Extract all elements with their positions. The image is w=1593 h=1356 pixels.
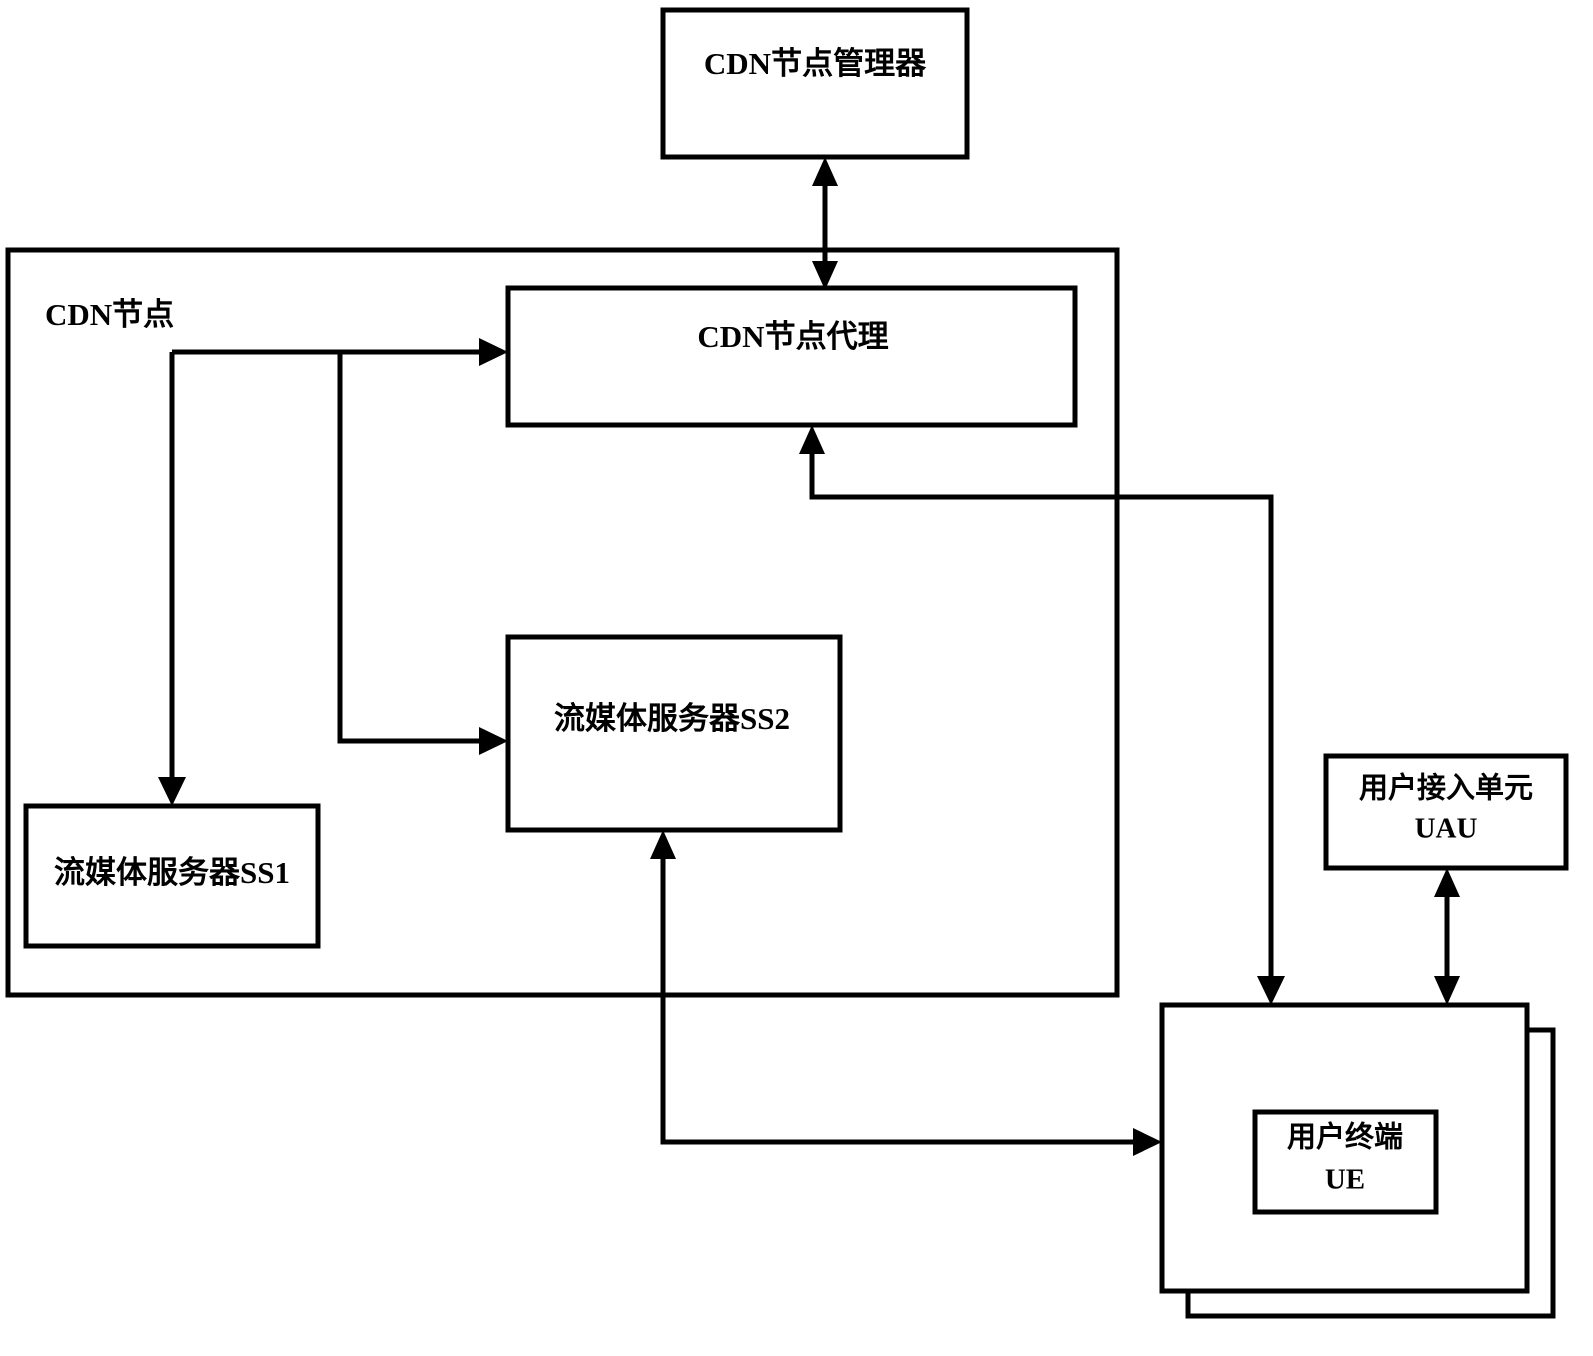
connection-agent-to-ue xyxy=(1257,497,1285,1005)
cdn-node-manager-label: CDN节点管理器 xyxy=(704,46,927,81)
cdn-node-group-label: CDN节点 xyxy=(45,297,174,332)
cdn-node-manager-box[interactable] xyxy=(660,7,970,160)
arrow-head-up-icon xyxy=(1434,868,1460,897)
arrow-head-up-icon xyxy=(799,425,825,454)
connection-branch-to-agent xyxy=(172,338,508,366)
cdn-node-agent-box[interactable] xyxy=(505,285,1078,428)
streaming-server-ss1-label: 流媒体服务器SS1 xyxy=(54,855,290,890)
cdn-node-group-box xyxy=(5,247,1120,998)
streaming-server-ss1-box[interactable] xyxy=(23,803,321,949)
user-access-unit-label-line2: UAU xyxy=(1415,813,1478,845)
user-access-unit-box[interactable] xyxy=(1323,753,1569,871)
arrow-head-right-icon xyxy=(479,727,508,755)
connection-manager-agent xyxy=(812,157,838,290)
connection-uau-ue xyxy=(1434,868,1460,1005)
user-equipment-box[interactable] xyxy=(1252,1109,1439,1215)
user-equipment-label-line2: UE xyxy=(1325,1164,1365,1196)
cdn-node-agent-label: CDN节点代理 xyxy=(697,319,888,354)
arrow-head-down-icon xyxy=(1434,976,1460,1005)
node-cdn-node-manager[interactable]: CDN节点管理器 xyxy=(660,7,970,160)
user-access-unit-label-line1: 用户接入单元 xyxy=(1359,771,1533,805)
arrow-head-down-icon xyxy=(1257,976,1285,1005)
arrow-head-right-icon xyxy=(1133,1128,1162,1156)
arrow-head-down-icon xyxy=(812,261,838,290)
node-streaming-server-ss2[interactable]: 流媒体服务器SS2 xyxy=(505,634,843,833)
node-user-access-unit[interactable]: 用户接入单元 UAU xyxy=(1323,753,1569,871)
streaming-server-ss2-label: 流媒体服务器SS2 xyxy=(554,701,790,736)
arrow-head-down-icon xyxy=(158,777,186,806)
connector-line xyxy=(337,352,488,744)
node-cdn-node-agent[interactable]: CDN节点代理 xyxy=(505,285,1078,428)
connector-line xyxy=(809,445,1274,513)
node-user-equipment-stack[interactable]: 用户终端 UE xyxy=(1159,1002,1556,1319)
connection-ue-to-ss2 xyxy=(650,830,1142,1145)
arrow-head-up-icon xyxy=(812,157,838,186)
connection-ue-to-agent xyxy=(799,425,1274,513)
arrow-head-right-icon xyxy=(479,338,508,366)
streaming-server-ss2-box[interactable] xyxy=(505,634,843,833)
connection-branch-to-ss1 xyxy=(158,352,186,806)
connection-branch-to-ss2 xyxy=(337,352,508,755)
node-streaming-server-ss1[interactable]: 流媒体服务器SS1 xyxy=(23,803,321,949)
arrow-head-up-icon xyxy=(650,830,676,859)
user-equipment-label-line1: 用户终端 xyxy=(1287,1120,1403,1154)
connection-chain-to-ue xyxy=(663,1128,1162,1156)
